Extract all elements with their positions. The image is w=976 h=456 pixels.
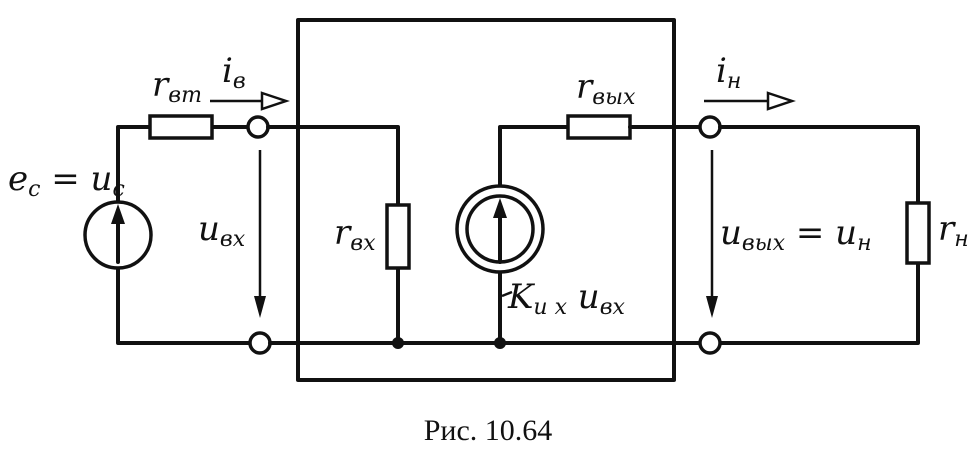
- rvt-resistor: [148, 114, 214, 140]
- label-k-leader: [501, 290, 513, 298]
- label-ie: iв: [222, 51, 246, 94]
- controlled-source-wire: [498, 125, 570, 345]
- rvyx-resistor: [566, 114, 632, 140]
- label-uvyx: uвых = uн: [720, 213, 872, 256]
- input-terminal-bottom: [248, 331, 272, 355]
- controlled-source-arrowhead: [493, 198, 507, 218]
- label-in: iн: [716, 51, 741, 94]
- input-top-wire: [266, 125, 400, 207]
- uvx-arrowhead: [254, 296, 266, 318]
- label-rvx: rвх: [334, 213, 376, 256]
- source-ec-arrowhead: [111, 204, 125, 224]
- label-ec: ec = uc: [8, 159, 125, 202]
- junction-node-rvx: [392, 337, 404, 349]
- output-terminal-bottom: [698, 331, 722, 355]
- uvyx-arrowhead: [706, 296, 718, 318]
- load-bottom-wire: [718, 261, 920, 345]
- load-top-wire: [718, 125, 920, 205]
- in-arrowhead: [766, 91, 796, 111]
- rn-resistor: [905, 201, 931, 265]
- label-k: Ku x uвх: [507, 277, 626, 320]
- rvx-resistor: [385, 203, 411, 270]
- label-rn: rн: [938, 209, 969, 252]
- label-uvx: uвх: [198, 209, 246, 252]
- label-rvyx: rвых: [576, 67, 636, 110]
- input-terminal-top: [246, 115, 270, 139]
- ie-arrowhead: [260, 91, 290, 111]
- label-rvt: rвт: [152, 65, 202, 108]
- amplifier-box: [296, 18, 676, 382]
- figure-caption: Рис. 10.64: [424, 414, 553, 447]
- output-terminal-top: [698, 115, 722, 139]
